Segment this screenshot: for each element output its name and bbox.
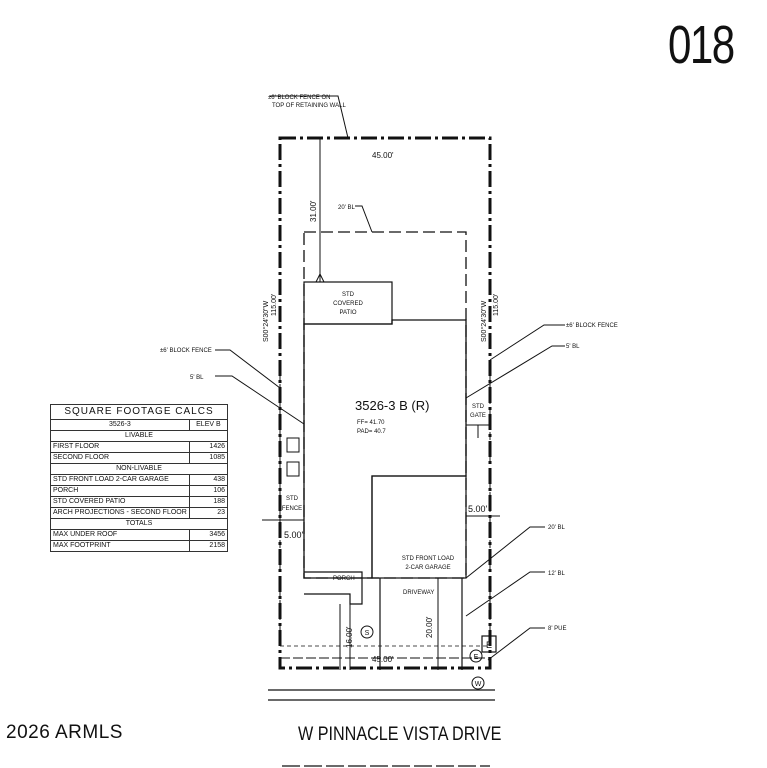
garage-label-2: 2-CAR GARAGE xyxy=(405,565,450,571)
side-gate xyxy=(466,424,490,438)
square-footage-table: SQUARE FOOTAGE CALCS 3526-3 ELEV B LIVAB… xyxy=(50,404,229,552)
bl-20-top: 20' BL xyxy=(338,205,355,211)
patio-label-2: COVERED xyxy=(333,301,363,307)
street-name: W PINNACLE VISTA DRIVE xyxy=(298,724,502,745)
property-line xyxy=(278,136,492,670)
electric-box xyxy=(481,635,497,653)
bl-20-bottom: 20' BL xyxy=(548,525,565,531)
garage xyxy=(371,475,467,579)
porch xyxy=(304,571,363,605)
plan-cell: 3526-3 xyxy=(50,419,190,431)
fence-label-1: STD xyxy=(286,496,299,502)
ff-label: FF= 41.70 xyxy=(357,420,385,426)
bl-5-right: 5' BL xyxy=(566,344,580,350)
street-curb xyxy=(268,689,495,701)
plan-name: 3526-3 B (R) xyxy=(355,398,429,413)
bearing-left-2: 115.00' xyxy=(271,294,278,316)
electric-marker xyxy=(469,649,483,663)
marker-e-box: E xyxy=(486,640,492,650)
copyright-label: 2026 ARMLS xyxy=(6,722,123,743)
patio-label-3: PATIO xyxy=(339,310,356,316)
fence-top-label-2: TOP OF RETAINING WALL xyxy=(272,103,346,109)
gate-label-2: GATE xyxy=(470,413,486,419)
elev-cell: ELEV B xyxy=(188,419,229,431)
fence-top-label-1: ±6' BLOCK FENCE ON xyxy=(268,95,330,101)
patio-label-1: STD xyxy=(342,292,355,298)
bearing-left-1: S00°24'30"W xyxy=(262,300,270,342)
sewer-marker xyxy=(360,625,374,639)
dim-5-right: 5.00' xyxy=(468,504,488,514)
fence-label-2: FENCE xyxy=(282,506,302,512)
driveway xyxy=(379,578,463,670)
water-marker xyxy=(471,676,485,690)
width-bottom: 45.00' xyxy=(372,655,394,664)
bl-12: 12' BL xyxy=(548,571,565,577)
porch-label: PORCH xyxy=(333,576,355,582)
driveway-label: DRIVEWAY xyxy=(403,590,434,596)
garage-label-1: STD FRONT LOAD xyxy=(402,556,455,562)
marker-s: S xyxy=(365,630,370,637)
dim-20: 20.00' xyxy=(425,616,434,638)
marker-w: W xyxy=(475,681,482,688)
bearing-right-2: 115.00' xyxy=(493,294,500,316)
totals-header: TOTALS xyxy=(50,518,228,530)
lot-number: 018 xyxy=(668,15,735,75)
pad-label: PAD= 40.7 xyxy=(357,429,386,435)
livable-header: LIVABLE xyxy=(50,430,228,442)
width-top: 45.00' xyxy=(372,151,394,160)
nonlivable-header: NON-LIVABLE xyxy=(50,463,228,475)
gate-label-1: STD xyxy=(472,404,485,410)
dim-16: 16.00' xyxy=(345,626,354,648)
block-fence-right: ±6' BLOCK FENCE xyxy=(566,323,618,329)
table-title: SQUARE FOOTAGE CALCS xyxy=(50,404,228,420)
block-fence-left: ±6' BLOCK FENCE xyxy=(160,348,212,354)
house-outline xyxy=(303,319,467,579)
bearing-right-1: S00°24'30"W xyxy=(480,300,488,342)
pue-8: 8' PUE xyxy=(548,626,567,632)
dim-31-label: 31.00' xyxy=(309,200,318,222)
marker-e: E xyxy=(474,654,479,661)
bl-5-left: 5' BL xyxy=(190,375,204,381)
dim-5-left: 5.00' xyxy=(284,530,304,540)
